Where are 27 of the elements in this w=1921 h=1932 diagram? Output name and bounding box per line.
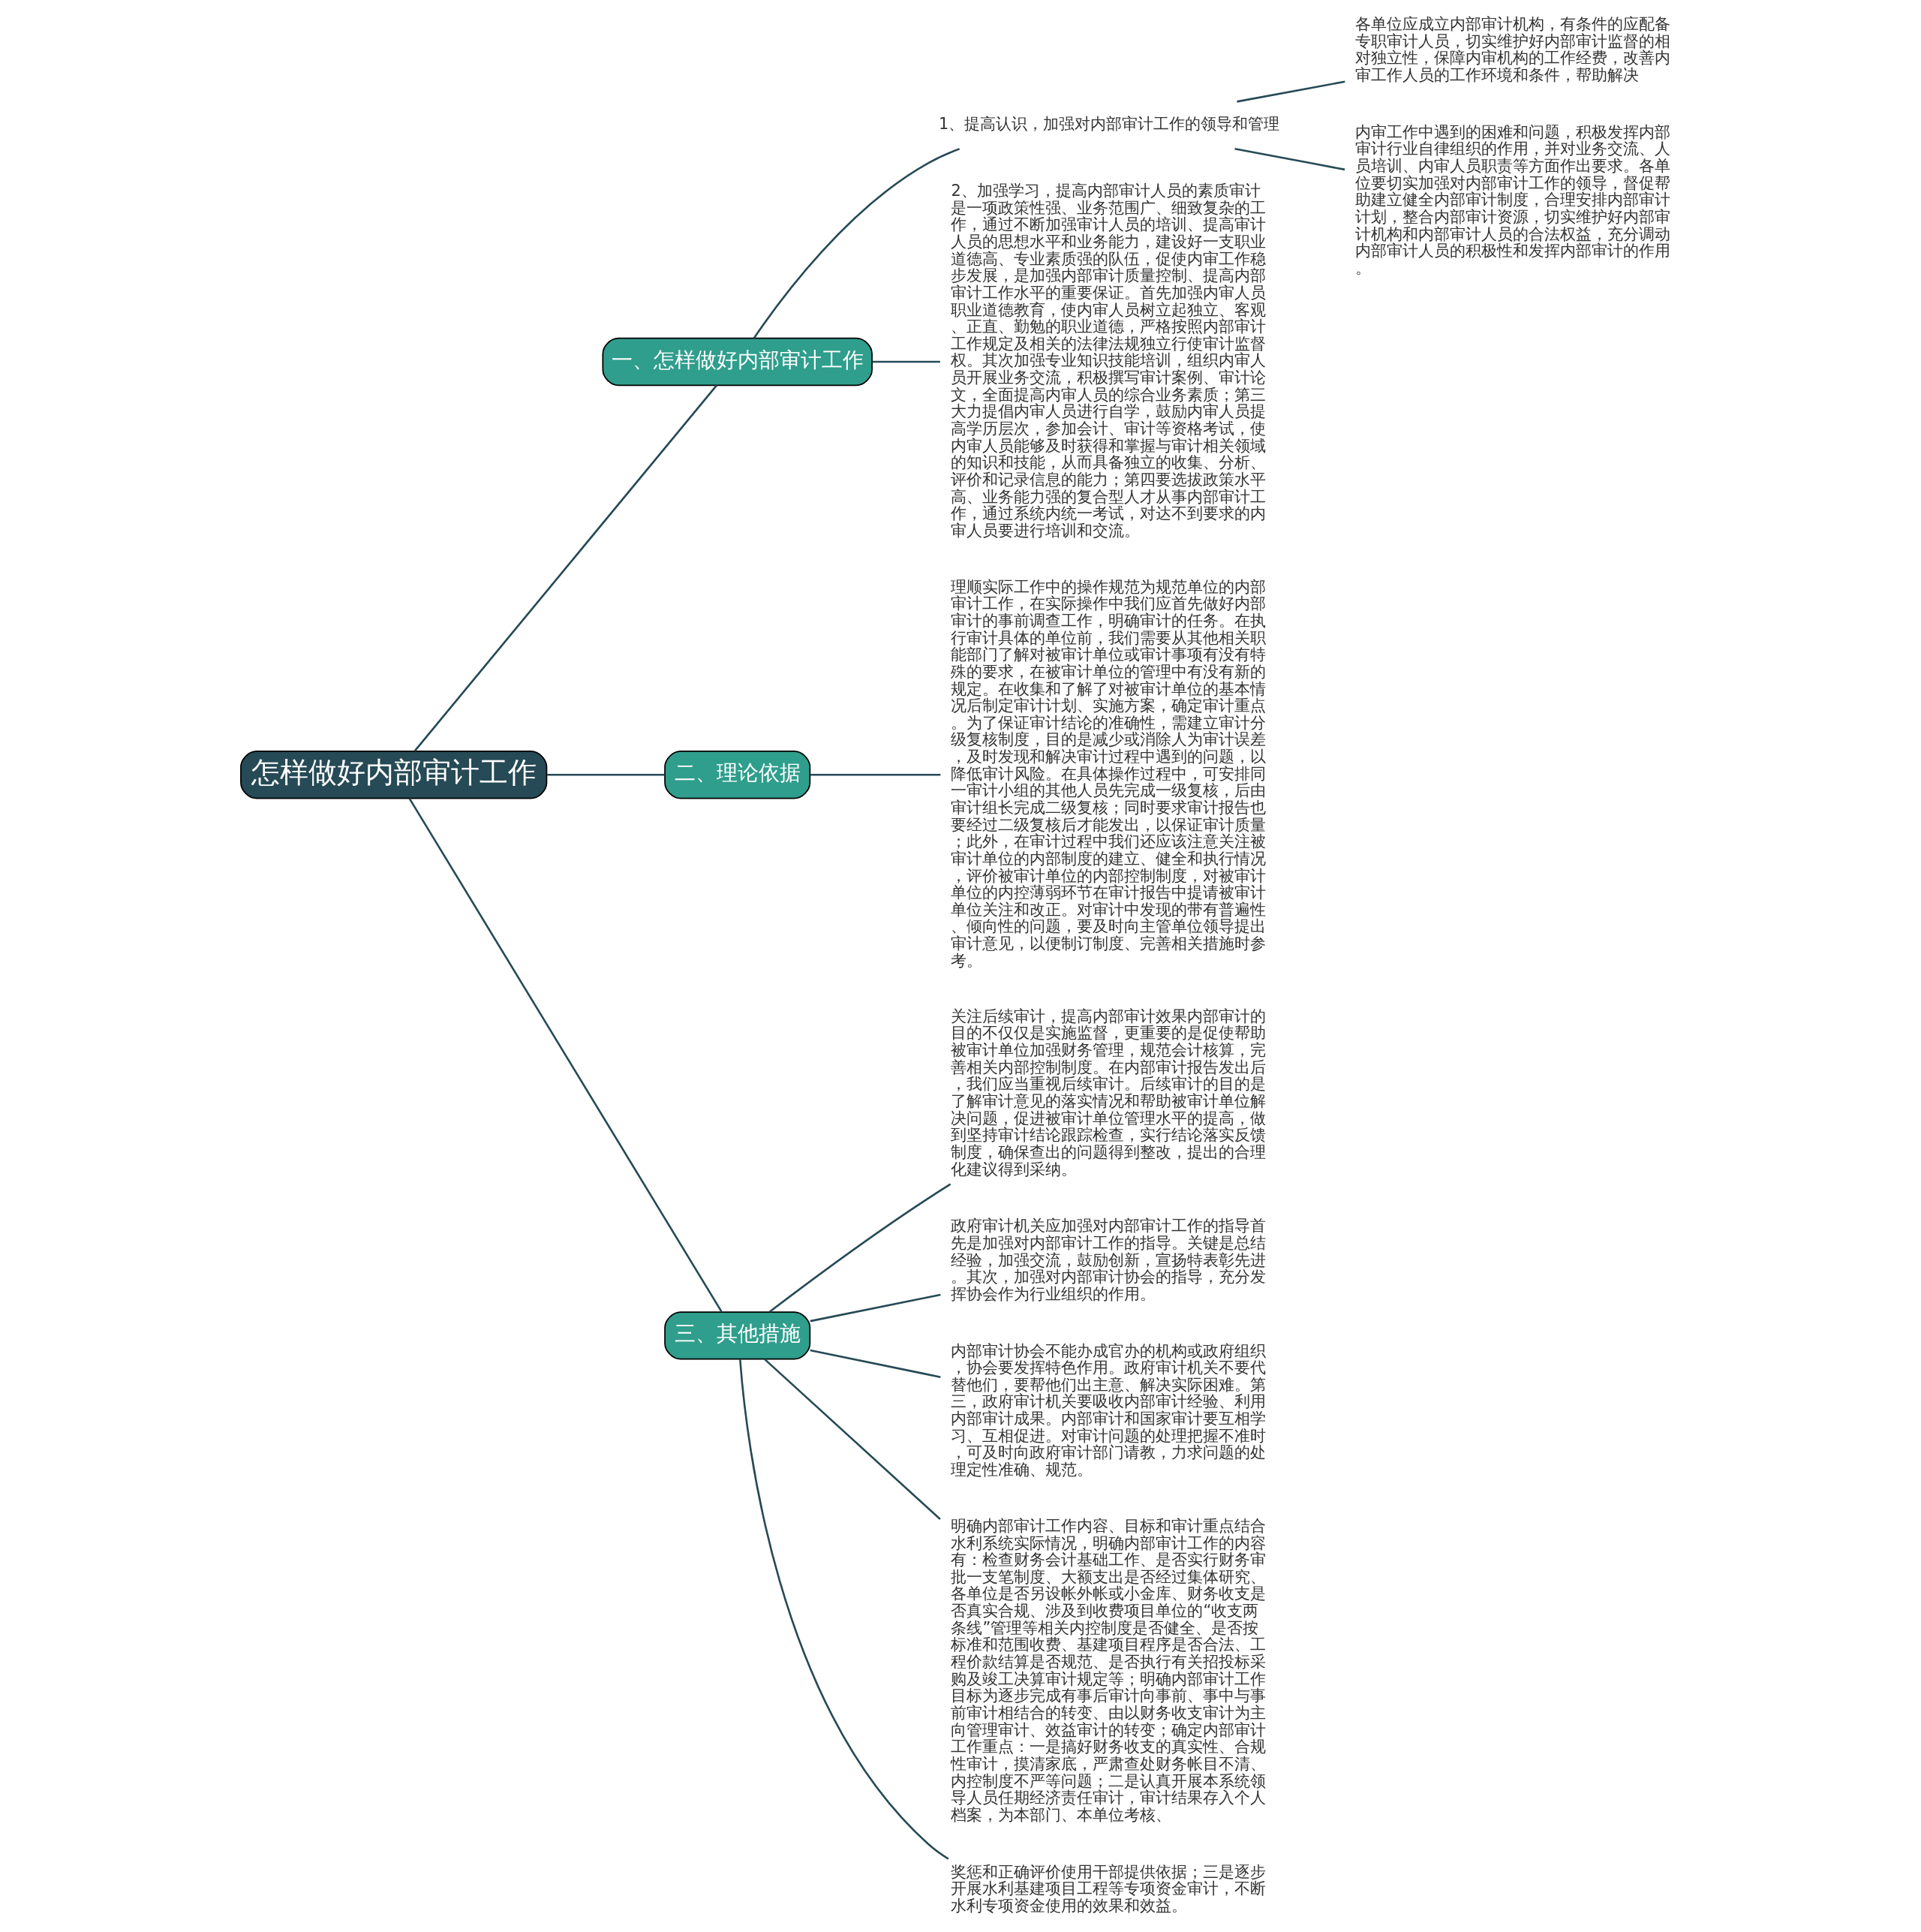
node-text: 政府审计机关应加强对内部审计工作的指导首先是加强对内部审计工作的指导。关键是总结经验，加强交流，鼓励创新，宣扬特表彰先进。其次，加强对内部审计协会的指导，充分发挥协会作为行业组织的作用。 (950, 1217, 1266, 1303)
node-text: 关注后续审计，提高内部审计效果内部审计的目的不仅仅是实施监督，更重要的是促使帮助被审计单位加强财务管理，规范会计核算，完善相关内部控制制度。在内部审计报告发出后，我们应当重视后续审计。后续审计的目的是了解审计意见的落实情况和帮助被审计单位解决问题，促进被审计单位管理水平的提高，做到坚持审计结论跟踪检查，实行结论落实反馈制度，确保查出的问题得到整改，提出的合理化建议得到采纳。 (950, 1007, 1266, 1178)
connector (1236, 80, 1345, 103)
node-box: 一、怎样做好内部审计工作 (602, 337, 873, 387)
connector (413, 384, 717, 752)
connector (738, 1359, 949, 1860)
connector (810, 774, 940, 776)
connector (763, 1358, 941, 1520)
node-box: 怎样做好内部审计工作 (239, 751, 547, 799)
connector (546, 774, 664, 776)
connector (408, 798, 723, 1313)
connector (809, 1349, 941, 1378)
node-text: 明确内部审计工作内容、目标和审计重点结合水利系统实际情况，明确内部审计工作的内容有：检查财务会计基础工作、是否实行财务审批一支笔制度、大额支出是否经过集体研究、各单位是否另设帐外帐或小金库、财务收支是否真实合规、涉及到收费项目单位的“收支两条线”管理等相关内控制度是否健全、是否按标准和范围收费、基建项目程序是否合法、工程价款结算是否规范、是否执行有关招投标采购及竣工决算审计规定等；明确内部审计工作目标为逐步完成有事后审计向事前、事中与事前审计相结合的转变、由以财务收支审计为主向管理审计、效益审计的转变；确定内部审计工作重点：一是搞好财务收支的真实性、合规性审计，摸清家底，严肃查处财务帐目不清、内控制度不严等问题；二是认真开展本系统领导人员任期经济责任审计，审计结果存入个人档案，为本部门、本单位考核、 (950, 1516, 1266, 1824)
connector (871, 360, 940, 363)
node-text: 奖惩和正确评价使用干部提供依据；三是逐步开展水利基建项目工程等专项资金审计，不断水利专项资金使用的效果和效益。 (950, 1862, 1266, 1915)
node-box: 二、理论依据 (663, 751, 810, 799)
connector (753, 148, 960, 339)
node-box: 三、其他措施 (663, 1311, 810, 1360)
connector (1234, 147, 1345, 171)
node-text: 理顺实际工作中的操作规范为规范单位的内部审计工作，在实际操作中我们应首先做好内部审计的事前调查工作，明确审计的任务。在执行审计具体的单位前，我们需要从其他相关职能部门了解对被审计单位或审计事项有没有特殊的要求，在被审计单位的管理中有没有新的规定。在收集和了解了对被审计单位的基本情况后制定审计计划、实施方案，确定审计重点。为了保证审计结论的准确性，需建立审计分级复核制度，目的是减少或消除人为审计误差，及时发现和解决审计过程中遇到的问题，以降低审计风险。在具体操作过程中，可安排同一审计小组的其他人员先完成一级复核，后由审计组长完成二级复核；同时要求审计报告也要经过二级复核后才能发出，以保证审计质量；此外，在审计过程中我们还应该注意关注被审计单位的内部制度的建立、健全和执行情况，评价被审计单位的内部控制制度，对被审计单位的内控薄弱环节在审计报告中提请被审计单位关注和改正。对审计中发现的带有普遍性、倾向性的问题，要及时向主管单位领导提出审计意见，以便制订制度、完善相关措施时参考。 (950, 577, 1266, 970)
node-text: 1、提高认识，加强对内部审计工作的领导和管理 (938, 115, 1279, 134)
node-text: 内审工作中遇到的困难和问题，积极发挥内部审计行业自律组织的作用，并对业务交流、人员培训、内审人员职责等方面作出要求。各单位要切实加强对内部审计工作的领导，督促帮助建立健全内部审计制度，合理安排内部审计计划，整合内部审计资源，切实维护好内部审计机构和内部审计人员的合法权益，充分调动内部审计人员的积极性和发挥内部审计的作用。 (1354, 122, 1670, 277)
node-text: 各单位应成立内部审计机构，有条件的应配备专职审计人员，切实维护好内部审计监督的相对独立性，保障内审机构的工作经费，改善内审工作人员的工作环境和条件，帮助解决 (1354, 15, 1670, 84)
connector (768, 1183, 951, 1313)
node-text: 内部审计协会不能办成官办的机构或政府组织，协会要发挥特色作用。政府审计机关不要代替他们，要帮他们出主意、解决实际困难。第三，政府审计机关要吸收内部审计经验、利用内部审计成果。内部审计和国家审计要互相学习、互相促进。对审计问题的处理把握不准时，可及时向政府审计部门请教，力求问题的处理定性准确、规范。 (950, 1341, 1266, 1479)
connector (809, 1293, 941, 1323)
node-text: 2、加强学习，提高内部审计人员的素质审计是一项政策性强、业务范围广、细致复杂的工作，通过不断加强审计人员的培训、提高审计人员的思想水平和业务能力，建设好一支职业道德高、专业素质强的队伍，促使内审工作稳步发展，是加强内部审计质量控制、提高内部审计工作水平的重要保证。首先加强内审人员职业道德教育，使内审人员树立起独立、客观、正直、勤勉的职业道德，严格按照内部审计工作规定及相关的法律法规独立行使审计监督权。其次加强专业知识技能培训，组织内审人员开展业务交流，积极撰写审计案例、审计论文，全面提高内审人员的综合业务素质；第三大力提倡内审人员进行自学，鼓励内审人员提高学历层次，参加会计、审计等资格考试，使内审人员能够及时获得和掌握与审计相关领域的知识和技能，从而具备独立的收集、分析、评价和记录信息的能力；第四要选拔政策水平高、业务能力强的复合型人才从事内部审计工作，通过系统内统一考试，对达不到要求的内审人员要进行培训和交流。 (950, 182, 1266, 540)
